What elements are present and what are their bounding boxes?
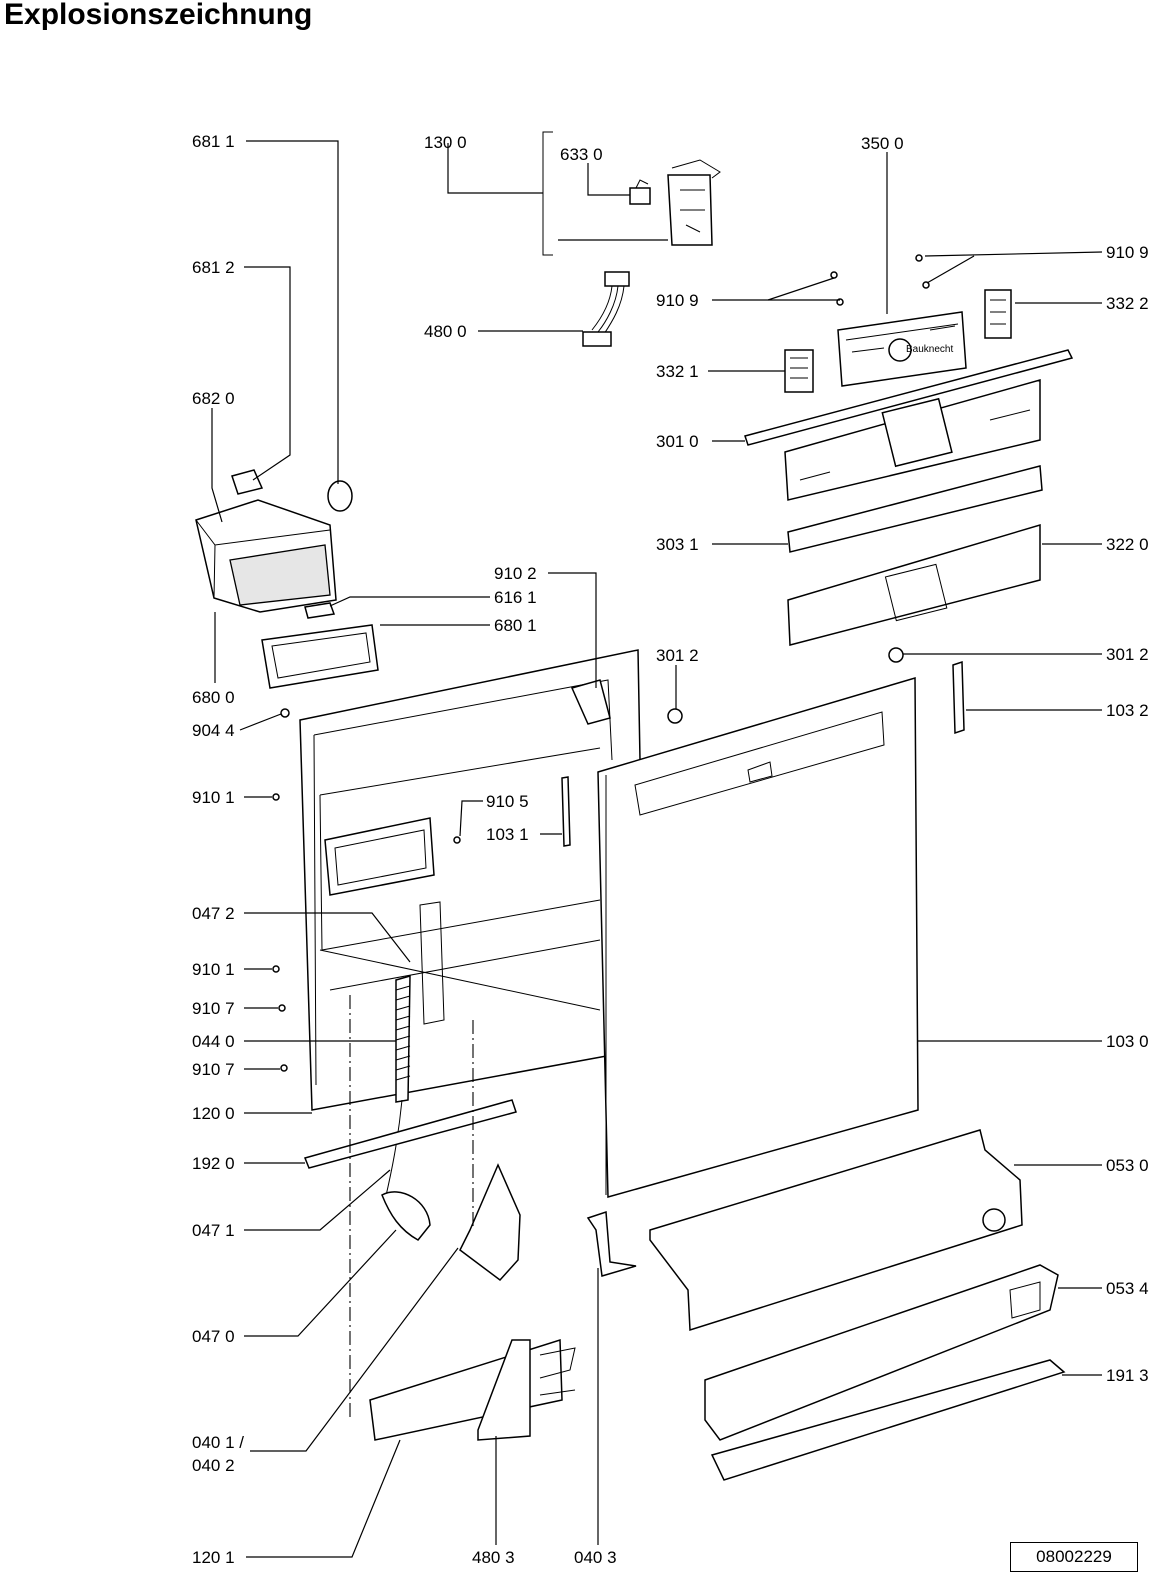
leader-lines <box>211 140 1103 1558</box>
callout-1032: 103 2 <box>1106 701 1149 720</box>
callout-6330: 633 0 <box>560 145 603 164</box>
fascia-panel <box>787 523 1041 646</box>
callout-9102: 910 2 <box>494 564 537 583</box>
side-strip-right <box>952 660 965 735</box>
callout-9109-left: 910 9 <box>656 291 699 310</box>
callout-1200: 120 0 <box>192 1104 235 1123</box>
display-strip <box>787 465 1043 553</box>
callout-6812: 681 2 <box>192 258 235 277</box>
callout-0534: 053 4 <box>1106 1279 1149 1298</box>
door-lock-assembly <box>542 131 721 256</box>
document-number: 08002229 <box>1010 1542 1138 1572</box>
hinge-bracket <box>570 679 611 725</box>
callout-3012-left: 301 2 <box>656 646 699 665</box>
callout-0470: 047 0 <box>192 1327 235 1346</box>
callout-9107-top: 910 7 <box>192 999 235 1018</box>
callout-9101-bottom: 910 1 <box>192 960 235 979</box>
callout-0403: 040 3 <box>574 1548 617 1567</box>
door-hinge <box>459 1163 521 1282</box>
callout-9101-top: 910 1 <box>192 788 235 807</box>
callout-3322: 332 2 <box>1106 294 1149 313</box>
callout-9109-right: 910 9 <box>1106 243 1149 262</box>
callout-4803: 480 3 <box>472 1548 515 1567</box>
wire-harness <box>582 271 630 347</box>
callout-0472: 047 2 <box>192 904 235 923</box>
callout-3031: 303 1 <box>656 535 699 554</box>
callout-3012-right: 301 2 <box>1106 645 1149 664</box>
door-spring <box>381 975 431 1241</box>
callout-1920: 192 0 <box>192 1154 235 1173</box>
callout-3220: 322 0 <box>1106 535 1149 554</box>
outer-door-panel <box>597 676 919 1198</box>
plinth-panel <box>704 1264 1059 1441</box>
callout-6161: 616 1 <box>494 588 537 607</box>
inner-door-panel <box>299 649 641 1111</box>
switch-board-right <box>984 289 1012 339</box>
callout-0440: 044 0 <box>192 1032 235 1051</box>
bottom-trim-inner <box>303 1099 517 1169</box>
corner-bracket <box>586 1210 637 1277</box>
callout-0530: 053 0 <box>1106 1156 1149 1175</box>
callout-9044: 904 4 <box>192 721 235 740</box>
callout-3010: 301 0 <box>656 432 699 451</box>
callout-6800: 680 0 <box>192 688 235 707</box>
callout-0402: 040 2 <box>192 1456 235 1475</box>
callout-4800: 480 0 <box>424 322 467 341</box>
button-cap-left <box>667 708 683 724</box>
callout-6811: 681 1 <box>192 132 235 151</box>
callout-0471: 047 1 <box>192 1221 235 1240</box>
detergent-dispenser <box>195 469 353 613</box>
callout-9105: 910 5 <box>486 792 529 811</box>
callout-6820: 682 0 <box>192 389 235 408</box>
side-strip-left <box>561 776 571 847</box>
lower-bracket <box>369 1338 563 1441</box>
plinth-trim <box>710 1359 1066 1481</box>
callout-0401: 040 1 / <box>192 1433 244 1452</box>
brand-badge: Bauknecht <box>906 344 953 355</box>
dispenser-clip <box>304 602 336 619</box>
callout-3321: 332 1 <box>656 362 699 381</box>
dispenser-gasket <box>261 624 379 689</box>
callout-1300: 130 0 <box>424 133 467 152</box>
control-board: Bauknecht <box>837 311 967 387</box>
callout-1201: 120 1 <box>192 1548 235 1567</box>
switch-board-left <box>784 349 814 393</box>
page-title: Explosionszeichnung <box>4 0 313 31</box>
button-cap-right <box>888 647 904 663</box>
callout-1913: 191 3 <box>1106 1366 1149 1385</box>
callout-9107-bottom: 910 7 <box>192 1060 235 1079</box>
foot-bracket <box>477 1339 531 1441</box>
kick-plate <box>649 1129 1023 1332</box>
callout-labels: 681 1 130 0 633 0 350 0 910 9 910 9 681 … <box>192 132 1149 1567</box>
callout-6801: 680 1 <box>494 616 537 635</box>
callout-1030: 103 0 <box>1106 1032 1149 1051</box>
control-panel <box>744 349 1074 501</box>
callout-1031: 103 1 <box>486 825 529 844</box>
callout-3500: 350 0 <box>861 134 904 153</box>
